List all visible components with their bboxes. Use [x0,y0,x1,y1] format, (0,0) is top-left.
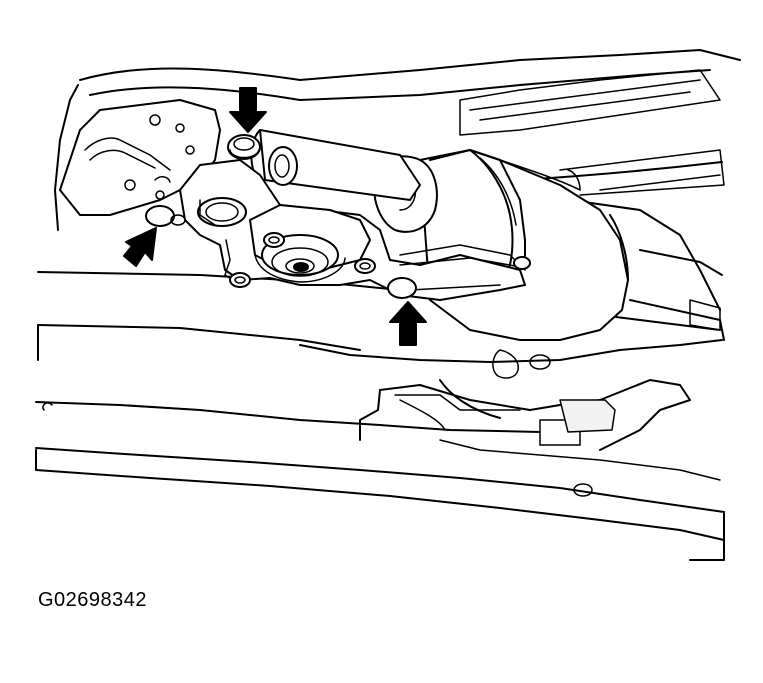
arrow-up-right-icon [123,227,157,267]
bolt-upper [227,134,261,160]
arrow-down-icon [229,87,267,133]
bolt-left [145,205,186,227]
bolt-flange-d [513,256,531,270]
arrow-up-icon [389,301,427,346]
bolt-flange-b [229,272,251,288]
bolt-flange-c [354,258,376,274]
bolt-flange-a [263,232,285,248]
bolt-lower-right [387,277,417,299]
transmission-case [59,99,221,216]
starter-motor [179,129,629,341]
figure-code: G02698342 [38,589,148,611]
mounting-bolts [145,134,531,299]
frame-rail [35,271,725,561]
